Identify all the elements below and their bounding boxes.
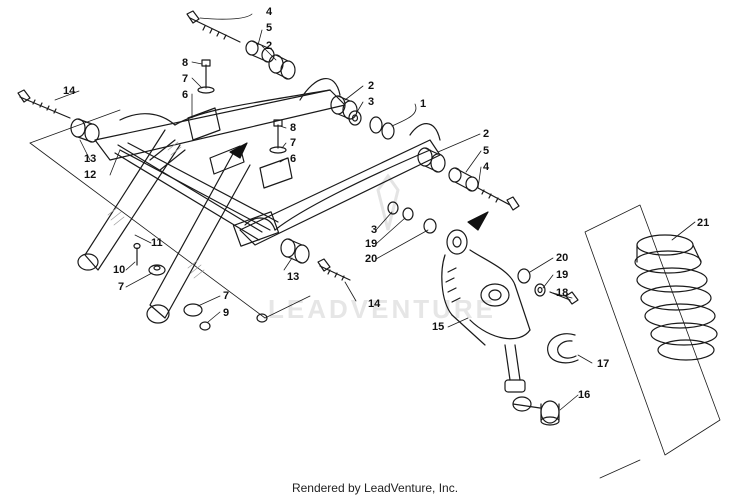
callout-label: 8 — [290, 122, 296, 134]
callout-label: 2 — [483, 128, 489, 140]
coil-spring-21 — [634, 234, 718, 361]
pointer-arrows — [229, 142, 489, 231]
screw-8-lower — [269, 119, 287, 154]
bolt-right-4 — [477, 187, 520, 211]
callout-label: 7 — [182, 73, 188, 85]
shock-absorber — [441, 229, 531, 393]
callout-label: 3 — [371, 224, 377, 236]
footer-credit: Rendered by LeadVenture, Inc. — [291, 481, 459, 495]
callout-label: 18 — [556, 287, 568, 299]
callout-label: 8 — [182, 57, 188, 69]
suspension-arms — [77, 129, 251, 324]
callout-label: 4 — [483, 161, 490, 173]
washer-20-right — [517, 268, 531, 284]
bushing-13-lower — [280, 238, 310, 264]
bushing-2-right-upper — [330, 95, 358, 120]
callout-label: 13 — [287, 271, 299, 283]
callout-label: 11 — [151, 237, 163, 249]
callout-label: 12 — [84, 169, 96, 181]
callout-label: 20 — [556, 252, 568, 264]
washer-upper-pair — [369, 116, 395, 140]
bushing-2-top — [268, 54, 296, 80]
cross-shaft — [114, 144, 263, 241]
callout-label: 20 — [365, 253, 377, 265]
callout-label: 21 — [697, 217, 709, 229]
retainer-clip-17 — [547, 333, 579, 364]
callout-label: 7 — [118, 281, 124, 293]
callout-label: 3 — [368, 96, 374, 108]
watermark-text: LEADVENTURE — [268, 294, 496, 324]
screw-10 — [133, 242, 141, 266]
callout-label: 5 — [266, 22, 272, 34]
nut-3-upper — [348, 110, 362, 126]
hatch-marks — [107, 141, 205, 279]
callout-label: 13 — [84, 153, 96, 165]
bushing-5-right — [448, 167, 479, 192]
callout-label: 10 — [113, 264, 125, 276]
callout-label: 17 — [597, 358, 609, 370]
callout-label: 4 — [266, 6, 273, 18]
watermark-logo: LEADVENTURE — [268, 173, 496, 324]
callout-label: 19 — [365, 238, 377, 250]
reference-lines — [29, 109, 721, 479]
nut-19-right — [534, 283, 546, 297]
nut-9-left — [199, 321, 211, 331]
bushing-13-left — [70, 118, 100, 143]
bolt-14-lower — [317, 258, 351, 281]
callout-labels: 4 5 2 8 7 6 14 2 3 1 8 7 6 13 12 2 5 4 3… — [63, 6, 709, 401]
bolt-left-14 — [17, 89, 71, 119]
callout-label: 16 — [578, 389, 590, 401]
nut-3-lower — [387, 201, 414, 221]
callout-label: 7 — [290, 137, 296, 149]
callout-label: 7 — [223, 290, 229, 302]
callout-label: 1 — [420, 98, 426, 110]
callout-label: 19 — [556, 269, 568, 281]
callout-label: 14 — [63, 85, 76, 97]
leader-lines — [54, 13, 696, 411]
callout-label: 14 — [368, 298, 381, 310]
callout-label: 9 — [223, 307, 229, 319]
callout-label: 15 — [432, 321, 444, 333]
brackets-6 — [187, 107, 293, 189]
nut-9-right — [256, 313, 268, 323]
bushing-16 — [512, 396, 560, 426]
washer-7-lower — [183, 303, 203, 317]
callout-label: 6 — [182, 89, 188, 101]
screw-8-upper — [197, 59, 215, 94]
bolt-top-4 — [186, 10, 241, 43]
callout-label: 6 — [290, 153, 296, 165]
washer-20-left — [423, 218, 437, 234]
callout-label: 5 — [483, 145, 489, 157]
washer-7-lower-left — [148, 264, 166, 276]
callout-label: 2 — [368, 80, 374, 92]
bushing-2-right — [417, 147, 446, 173]
callout-label: 2 — [266, 40, 272, 52]
